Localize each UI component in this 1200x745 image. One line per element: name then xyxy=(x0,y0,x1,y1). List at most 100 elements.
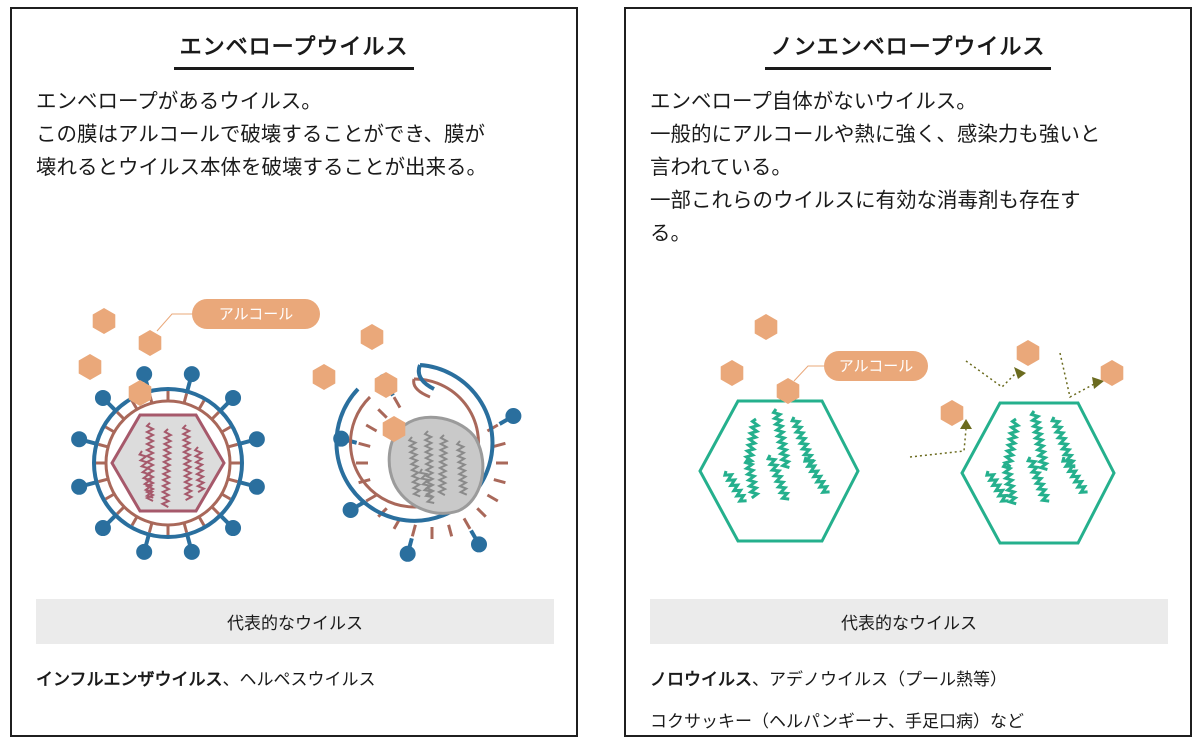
alcohol-molecule xyxy=(382,416,406,442)
membrane-lipid xyxy=(116,411,126,421)
membrane-lipid xyxy=(182,393,189,404)
alcohol-molecule xyxy=(776,378,800,404)
alcohol-label-pill xyxy=(192,299,320,329)
rna-strand xyxy=(1029,410,1050,472)
rna-strand xyxy=(407,436,422,498)
membrane-lipid xyxy=(130,515,139,527)
envelope-virus-title: エンベロープウイルス xyxy=(173,29,415,70)
example-bold: ノロウイルス xyxy=(650,670,752,690)
rna-strand xyxy=(423,430,436,498)
capsid xyxy=(110,413,226,513)
membrane-lipid xyxy=(220,425,232,434)
desc-line: 壊れるとウイルス本体を破壊することが出来る。 xyxy=(36,155,487,179)
envelope-spike-head xyxy=(94,520,111,537)
envelope-spike-head xyxy=(136,366,153,383)
alcohol-molecule xyxy=(1016,340,1040,366)
rna-strand xyxy=(1060,456,1088,494)
rna-strand xyxy=(436,434,450,496)
alcohol-label-pill xyxy=(824,351,928,381)
membrane-lipid xyxy=(210,505,220,515)
alcohol-molecule xyxy=(374,372,398,398)
alcohol-label: アルコール xyxy=(839,357,914,375)
envelope-spike-head xyxy=(248,478,265,495)
alcohol-pointer-line xyxy=(156,313,192,332)
envelope-virus-panel: エンベロープウイルス エンベロープがあるウイルス。 この膜はアルコールで破壊する… xyxy=(10,7,578,737)
membrane-lipid xyxy=(476,507,487,518)
rna-strand xyxy=(742,417,762,465)
representative-viruses-header: 代表的なウイルス xyxy=(36,599,554,644)
rna-strand xyxy=(181,424,194,501)
membrane-lipid xyxy=(365,423,378,433)
envelope-spike-head xyxy=(94,389,111,406)
envelope-spike-head xyxy=(471,536,487,553)
intact-envelope-virus xyxy=(71,366,265,560)
membrane-lipid xyxy=(392,396,402,409)
envelope-spike-head xyxy=(248,431,265,448)
membrane-lipid xyxy=(227,477,238,484)
membrane-lipid xyxy=(116,505,126,515)
membrane-lipid xyxy=(197,399,206,411)
broken-envelope-virus xyxy=(333,363,522,562)
envelope-spike-head xyxy=(71,431,88,448)
desc-line: 言われている。 xyxy=(650,155,792,179)
envelope-virus-examples: インフルエンザウイルス、ヘルペスウイルス xyxy=(36,665,376,690)
alcohol-molecule xyxy=(78,354,102,380)
membrane-lipid xyxy=(227,442,238,449)
envelope-spike-head xyxy=(505,408,522,424)
membrane-lipid xyxy=(210,411,220,421)
alcohol-molecule xyxy=(1100,360,1124,386)
membrane-lipid xyxy=(104,492,116,501)
alcohol-molecule xyxy=(754,314,778,340)
rna-strand xyxy=(1001,417,1022,469)
broken-envelope-outer xyxy=(334,363,495,523)
envelope-spike-head xyxy=(71,478,88,495)
membrane-lipid xyxy=(104,425,116,434)
membrane-lipid xyxy=(447,524,454,537)
alcohol-molecule xyxy=(720,360,744,386)
membrane-lipid xyxy=(462,517,472,530)
rna-strand xyxy=(193,446,207,493)
envelope-spike-head xyxy=(183,543,200,560)
membrane-lipid xyxy=(365,493,378,503)
alcohol-pointer-line xyxy=(793,365,824,382)
alcohol-molecule xyxy=(128,380,152,406)
example-rest: 、ヘルペスウイルス xyxy=(222,670,376,690)
membrane-lipid xyxy=(220,492,232,501)
desc-line: 一般的にアルコールや熱に強く、感染力も強いと xyxy=(650,122,1101,146)
non-envelope-virus-examples-line-1: ノロウイルス、アデノウイルス（プール熱等） xyxy=(650,665,1007,690)
rna-strand xyxy=(771,408,792,470)
rna-strand xyxy=(802,456,830,494)
alcohol-molecule xyxy=(360,324,384,350)
desc-line: この膜はアルコールで破壊することができ、膜が xyxy=(36,122,485,146)
desc-line: る。 xyxy=(650,221,691,245)
non-envelope-virus-description: エンベロープ自体がないウイルス。 一般的にアルコールや熱に強く、感染力も強いと … xyxy=(650,85,1170,250)
rna-strand xyxy=(984,470,1009,503)
rna-strand xyxy=(722,470,747,503)
envelope-spike-head xyxy=(183,366,200,383)
envelope-spike-head xyxy=(225,520,242,537)
membrane-lipid xyxy=(147,522,154,533)
non-envelope-virus-diagram: アルコール xyxy=(698,314,1124,545)
bounce-arrowheads xyxy=(960,367,1104,429)
membrane-lipid xyxy=(197,515,206,527)
non-envelope-virus-title: ノンエンベロープウイルス xyxy=(764,29,1052,70)
envelope-spike-head xyxy=(225,389,242,406)
rna-strand xyxy=(455,440,469,496)
desc-line: 一部これらのウイルスに有効な消毒剤も存在す xyxy=(650,188,1081,212)
membrane-lipid xyxy=(98,442,109,449)
membrane-lipid xyxy=(98,477,109,484)
membrane-lipid xyxy=(130,399,139,411)
membrane-lipid xyxy=(493,441,506,448)
envelope-virus-description: エンベロープがあるウイルス。 この膜はアルコールで破壊することができ、膜が 壊れ… xyxy=(36,85,556,184)
rna-strand xyxy=(418,468,435,504)
envelope-virus-diagram: アルコール xyxy=(71,299,522,562)
membrane-lipid xyxy=(493,478,506,485)
representative-viruses-header: 代表的なウイルス xyxy=(650,599,1168,644)
alcohol-molecule xyxy=(92,308,116,334)
rna-strand xyxy=(1001,462,1019,506)
envelope-spike-head xyxy=(342,502,359,518)
membrane-lipid xyxy=(377,408,388,419)
rna-strand xyxy=(137,450,155,499)
bounce-arrows xyxy=(909,352,1097,458)
alcohol-label: アルコール xyxy=(219,305,294,323)
